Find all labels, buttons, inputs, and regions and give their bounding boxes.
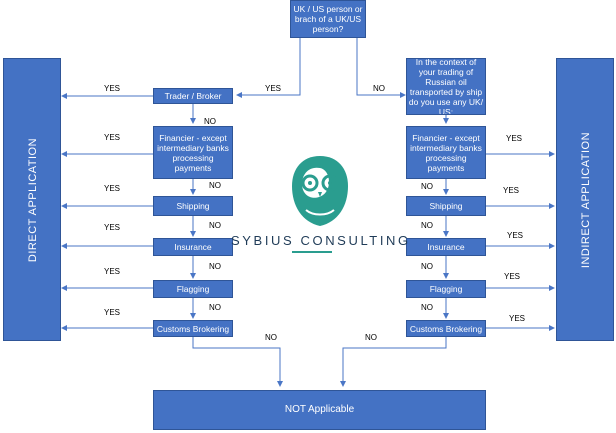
yes-label: YES bbox=[104, 267, 121, 276]
left-customs-brokering-label: Customs Brokering bbox=[156, 323, 230, 334]
question-right-box: In the context of your trading of Russia… bbox=[406, 58, 486, 115]
yes-label: YES bbox=[507, 231, 524, 240]
no-label: NO bbox=[421, 303, 433, 312]
right-flagging-label: Flagging bbox=[429, 284, 463, 294]
no-label: NO bbox=[209, 303, 221, 312]
brand-underline bbox=[292, 251, 332, 253]
question-top-box: UK / US person or brach of a UK/US perso… bbox=[290, 0, 366, 38]
yes-label: YES bbox=[104, 308, 121, 317]
yes-label: YES bbox=[265, 84, 282, 93]
right-financier-box: Financier - except intermediary banks pr… bbox=[406, 126, 486, 179]
right-customs-brokering-box: Customs Brokering bbox=[406, 320, 486, 337]
left-insurance-label: Insurance bbox=[174, 242, 212, 252]
no-label: NO bbox=[209, 181, 221, 190]
yes-label: YES bbox=[104, 223, 121, 232]
yes-label: YES bbox=[104, 133, 121, 142]
right-insurance-label: Insurance bbox=[427, 242, 465, 252]
question-right-text: In the context of your trading of Russia… bbox=[408, 58, 484, 115]
yes-label: YES bbox=[506, 134, 523, 143]
direct-application-label: DIRECT APPLICATION bbox=[27, 137, 39, 263]
no-label: NO bbox=[204, 117, 216, 126]
left-flagging-box: Flagging bbox=[153, 280, 233, 298]
right-customs-brokering-label: Customs Brokering bbox=[409, 323, 483, 334]
yes-label: YES bbox=[503, 186, 520, 195]
no-label: NO bbox=[265, 333, 277, 342]
indirect-application-bar: INDIRECT APPLICATION bbox=[556, 58, 614, 341]
left-trader-broker-label: Trader / Broker bbox=[164, 91, 222, 101]
no-label: NO bbox=[421, 262, 433, 271]
yes-label: YES bbox=[504, 272, 521, 281]
right-financier-label: Financier - except intermediary banks pr… bbox=[410, 132, 482, 173]
left-insurance-box: Insurance bbox=[153, 238, 233, 256]
left-customs-brokering-box: Customs Brokering bbox=[153, 320, 233, 337]
question-top-text: UK / US person or brach of a UK/US perso… bbox=[293, 4, 363, 34]
yes-label: YES bbox=[509, 314, 526, 323]
yes-label: YES bbox=[104, 184, 121, 193]
right-shipping-label: Shipping bbox=[429, 201, 463, 211]
left-shipping-label: Shipping bbox=[176, 201, 210, 211]
left-financier-box: Financier - except intermediary banks pr… bbox=[153, 126, 233, 179]
yes-label: YES bbox=[104, 84, 121, 93]
no-label: NO bbox=[365, 333, 377, 342]
left-shipping-box: Shipping bbox=[153, 196, 233, 216]
direct-application-bar: DIRECT APPLICATION bbox=[3, 58, 61, 341]
left-financier-label: Financier - except intermediary banks pr… bbox=[157, 132, 229, 173]
no-label: NO bbox=[373, 84, 385, 93]
indirect-application-label: INDIRECT APPLICATION bbox=[580, 131, 592, 269]
right-flagging-box: Flagging bbox=[406, 280, 486, 298]
right-shipping-box: Shipping bbox=[406, 196, 486, 216]
no-label: NO bbox=[421, 182, 433, 191]
owl-logo-icon bbox=[292, 156, 348, 226]
brand-name: SYBIUS CONSULTING bbox=[231, 233, 411, 248]
no-label: NO bbox=[209, 221, 221, 230]
no-label: NO bbox=[421, 221, 433, 230]
left-flagging-label: Flagging bbox=[176, 284, 210, 294]
right-insurance-box: Insurance bbox=[406, 238, 486, 256]
left-trader-broker-box: Trader / Broker bbox=[153, 88, 233, 104]
not-applicable-box: NOT Applicable bbox=[153, 390, 486, 430]
no-label: NO bbox=[209, 262, 221, 271]
not-applicable-label: NOT Applicable bbox=[284, 404, 355, 415]
